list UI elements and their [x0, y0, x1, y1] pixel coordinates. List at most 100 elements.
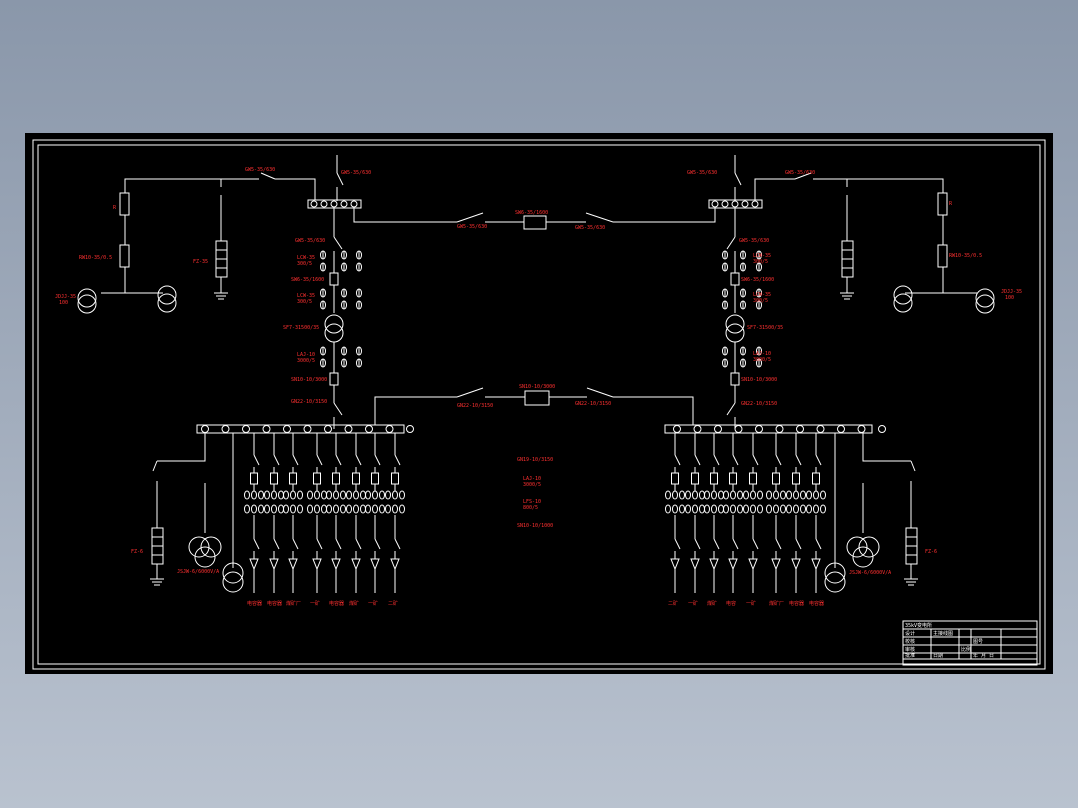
left-lv-breaker-label: SN10-10/3000 — [291, 377, 327, 383]
legend-line3: 3000/5 — [523, 482, 541, 488]
right-feeder — [665, 433, 685, 593]
lv-tie-left-label: GN22-10/3150 — [457, 403, 493, 409]
outer-frame — [32, 139, 1046, 670]
left-feeder-label: 电容器 — [247, 600, 262, 607]
top-tie-right-label: GW5-35/630 — [575, 225, 605, 231]
left-feeder — [244, 433, 264, 593]
right-fuse-label: RW10-35/0.5 — [949, 253, 982, 259]
left-ct-symbol — [320, 300, 326, 310]
right-feeder-label: 一矿 — [688, 600, 698, 607]
right-feeder-label: 二矿 — [668, 600, 678, 607]
left-disconnector-label: GW5-35/630 — [295, 238, 325, 244]
left-lv-pt-label: JSJW-6/6000V/A — [177, 569, 219, 575]
right-line-switch-label: GW5-35/630 — [687, 170, 717, 176]
left-ct-symbol — [341, 358, 347, 368]
left-feeder-label: 电容器 — [329, 600, 344, 607]
left-fuse-label: RW10-35/0.5 — [79, 255, 112, 261]
left-feeder — [283, 433, 303, 593]
right-ct1-label: LCW-35 — [753, 253, 771, 259]
right-ct-symbol — [722, 346, 728, 356]
right-pt-label: JDJJ-35 — [1001, 289, 1022, 295]
left-feeder-label: 煤矿厂 — [286, 600, 301, 607]
right-ct-symbol — [756, 300, 762, 310]
left-pt-label: JDJJ-35 — [55, 294, 76, 300]
legend-line1: GN19-10/3150 — [517, 457, 553, 463]
left-10kv-bus-taps — [201, 425, 414, 433]
left-ct2-ratio: 300/5 — [297, 299, 312, 305]
left-arrester-label: FZ-35 — [193, 259, 208, 265]
left-feeder-label: 一矿 — [310, 600, 320, 607]
left-ct-symbol — [341, 300, 347, 310]
left-ct1-ratio: 300/5 — [297, 261, 312, 267]
right-pt-label2: 100 — [1005, 295, 1014, 301]
title-row-3a: 审核 — [905, 646, 915, 653]
title-row-4b: 日期 — [933, 653, 943, 659]
top-tie-label: SW6-35/1600 — [515, 210, 548, 216]
left-ct-symbol — [341, 288, 347, 298]
left-ct-symbol — [356, 358, 362, 368]
right-ct-symbol — [756, 358, 762, 368]
title-block-frame — [902, 620, 1038, 666]
left-breaker-label: SW6-35/1600 — [291, 277, 324, 283]
single-line-diagram: 电容器电容器煤矿厂一矿电容器煤矿一矿二矿 二矿一矿煤矿电容一矿煤矿厂电容器电容器 — [32, 139, 1046, 670]
right-ct-symbol — [722, 288, 728, 298]
left-feeder-label: 煤矿 — [349, 600, 359, 607]
right-ct-symbol — [722, 262, 728, 272]
right-r-label: R — [949, 201, 953, 207]
left-feeder — [307, 433, 327, 593]
lv-tie-right-label: GN22-10/3150 — [575, 401, 611, 407]
title-row-2a: 校核 — [905, 638, 915, 645]
left-ct-symbol — [356, 262, 362, 272]
left-ct2-label: LCW-35 — [297, 293, 315, 299]
left-feeder-label: 一矿 — [368, 600, 378, 607]
right-ct-symbol — [740, 250, 746, 260]
left-ct-symbol — [356, 346, 362, 356]
left-ct3-ratio: 3000/5 — [297, 358, 315, 364]
drawing-viewport[interactable]: 电容器电容器煤矿厂一矿电容器煤矿一矿二矿 二矿一矿煤矿电容一矿煤矿厂电容器电容器 — [25, 133, 1053, 674]
right-feeder-label: 电容 — [726, 600, 736, 607]
right-ct-symbol — [756, 250, 762, 260]
left-ct3-label: LAJ-10 — [297, 352, 315, 358]
right-ct2-label: LCW-35 — [753, 292, 771, 298]
right-feeder — [806, 433, 826, 593]
right-ct-symbol — [756, 346, 762, 356]
left-feeder — [264, 433, 284, 593]
left-ct-symbol — [356, 300, 362, 310]
right-ct3-ratio: 3000/5 — [753, 357, 771, 363]
title-row-2b: 图号 — [973, 639, 983, 645]
left-pt-label2: 100 — [59, 300, 68, 306]
left-ct-symbol — [320, 250, 326, 260]
right-feeder — [685, 433, 705, 593]
left-r-label: R — [113, 205, 117, 211]
left-ct1-label: LCW-35 — [297, 255, 315, 261]
left-incoming-switch-label: GW5-35/630 — [245, 167, 275, 173]
left-ct-symbol — [320, 358, 326, 368]
legend-line2: LAJ-10 — [523, 476, 541, 482]
right-ct-symbol — [756, 288, 762, 298]
title-row-4a: 批准 — [905, 652, 915, 659]
right-ct-symbol — [740, 358, 746, 368]
legend-line6: SN10-10/1000 — [517, 523, 553, 529]
title-row-4c: 年 月 日 — [973, 652, 994, 659]
right-incoming-switch-label: GW5-35/630 — [785, 170, 815, 176]
left-feeder-label: 电容器 — [267, 600, 282, 607]
right-lv-switch-label: GN22-10/3150 — [741, 401, 777, 407]
right-ct-symbol — [756, 262, 762, 272]
lv-tie-label: SN10-10/3000 — [519, 384, 555, 390]
title-row-3b: 比例 — [961, 646, 971, 653]
right-feeder — [704, 433, 724, 593]
left-ct-symbol — [320, 288, 326, 298]
right-feeder-label: 煤矿厂 — [769, 600, 784, 607]
left-feeder — [365, 433, 385, 593]
right-ct-symbol — [722, 250, 728, 260]
title-row-0: 35kV变电所 — [905, 622, 932, 629]
right-breaker-label: SW6-35/1600 — [741, 277, 774, 283]
right-ct2-ratio: 300/5 — [753, 298, 768, 304]
left-ct-symbol — [356, 288, 362, 298]
right-ct-symbol — [740, 288, 746, 298]
left-lv-arrester-label: FZ-6 — [131, 549, 143, 555]
right-lv-pt-label: JSJW-6/6000V/A — [849, 570, 891, 576]
right-disconnector-label: GW5-35/630 — [739, 238, 769, 244]
left-lv-switch-label: GN22-10/3150 — [291, 399, 327, 405]
right-feeder — [743, 433, 763, 593]
